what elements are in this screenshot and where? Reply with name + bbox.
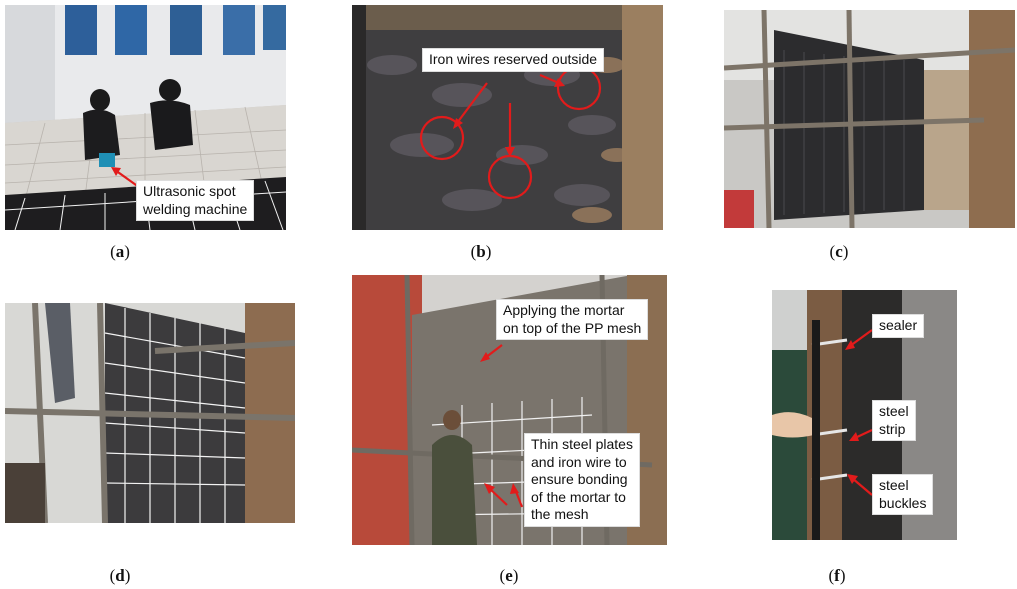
photo-panel-f: sealer steel strip steel buckles	[772, 290, 957, 540]
callout-steel-plates: Thin steel plates and iron wire to ensur…	[524, 433, 640, 527]
photo-pp-mesh	[5, 303, 295, 523]
caption-e: (e)	[499, 566, 519, 585]
photo-panel-a: Ultrasonic spot welding machine	[5, 5, 286, 230]
callout-steel-strip: steel strip	[872, 400, 916, 441]
photo-panel-c	[724, 10, 1015, 228]
callout-iron-wires: Iron wires reserved outside	[422, 48, 605, 72]
caption-f: (f)	[828, 566, 846, 585]
photo-panel-e: Applying the mortar on top of the PP mes…	[352, 275, 667, 545]
photo-panel-b: Iron wires reserved outside	[352, 5, 663, 230]
caption-c: (c)	[829, 242, 849, 261]
photo-stone-wall	[352, 5, 663, 230]
photo-scaffold-wall	[724, 10, 1015, 228]
callout-mortar-on-mesh: Applying the mortar on top of the PP mes…	[496, 299, 649, 340]
caption-a: (a)	[110, 242, 130, 261]
callout-welding-machine: Ultrasonic spot welding machine	[136, 180, 255, 221]
caption-d: (d)	[109, 566, 131, 585]
annotation-circles-b	[419, 65, 602, 200]
photo-panel-d	[5, 303, 295, 523]
annotation-arrows-e	[480, 344, 524, 508]
caption-b: (b)	[470, 242, 492, 261]
callout-steel-buckles: steel buckles	[872, 474, 934, 515]
callout-sealer: sealer	[872, 314, 925, 338]
annotation-arrows-f	[845, 329, 873, 496]
